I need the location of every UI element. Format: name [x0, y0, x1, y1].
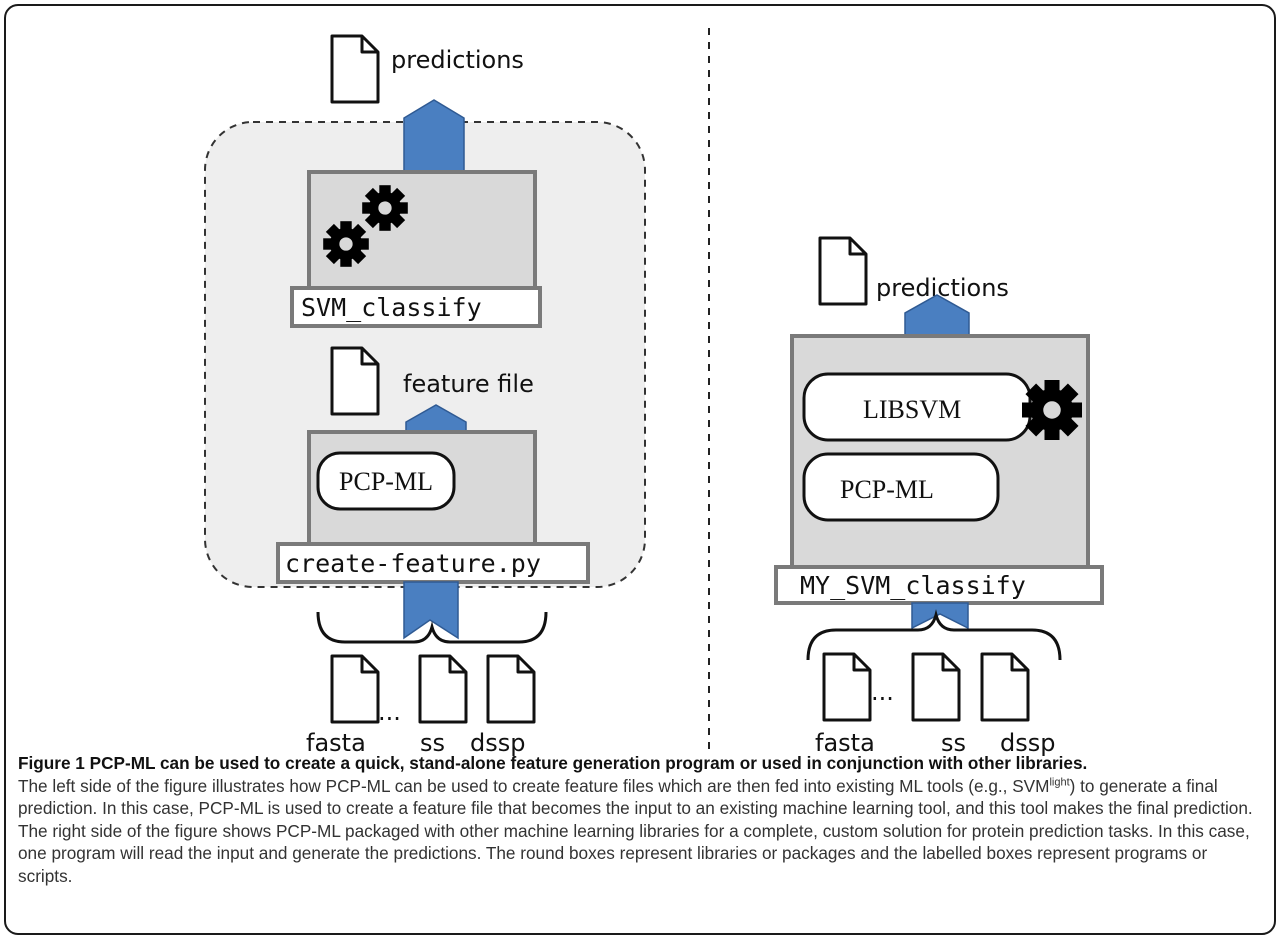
- caption-superscript: light: [1049, 775, 1070, 788]
- library-label-pcp-ml: PCP-ML: [339, 467, 433, 496]
- figure-diagram: predictions SVM_classify feature file PC…: [204, 28, 1104, 757]
- library-label-pcp-ml: PCP-ML: [840, 475, 934, 504]
- classifier-label-box: [290, 286, 542, 328]
- ellipsis: ...: [871, 678, 894, 706]
- input-label-fasta: fasta: [306, 729, 366, 757]
- right-panel: predictions LIBSVM PCP-ML MY_SVM_classif…: [774, 236, 1104, 757]
- left-panel: predictions SVM_classify feature file PC…: [204, 34, 646, 757]
- input-brace: [806, 609, 1062, 661]
- caption-text: The left side of the figure illustrates …: [18, 775, 1050, 796]
- input-label-dssp: dssp: [470, 729, 525, 757]
- input-label-dssp: dssp: [1000, 729, 1055, 757]
- input-arrow: [403, 581, 459, 640]
- predictions-document-icon: [818, 236, 868, 306]
- feature-file-label: feature file: [403, 370, 534, 398]
- ellipsis: ...: [378, 698, 401, 726]
- predictions-label: predictions: [391, 46, 524, 74]
- predictions-document-icon: [330, 34, 380, 104]
- library-box-pcp-ml: [316, 451, 456, 511]
- feature-file-document-icon: [330, 346, 380, 416]
- script-label: create-feature.py: [285, 549, 541, 578]
- input-arrow: [911, 602, 969, 630]
- dssp-document-icon: [980, 652, 1030, 722]
- input-label-ss: ss: [420, 729, 445, 757]
- ss-document-icon: [418, 654, 468, 724]
- fasta-document-icon: [822, 652, 872, 722]
- classifier-label: SVM_classify: [301, 293, 482, 322]
- program-label-box: [774, 565, 1104, 605]
- figure-caption: Figure 1 PCP-ML can be used to create a …: [18, 752, 1263, 887]
- input-brace: [316, 611, 548, 644]
- library-box-pcp-ml: [802, 452, 1000, 522]
- input-label-ss: ss: [941, 729, 966, 757]
- library-label-libsvm: LIBSVM: [863, 395, 961, 424]
- dssp-document-icon: [486, 654, 536, 724]
- caption-text-continued: ) to generate a final prediction. In thi…: [18, 775, 1253, 886]
- input-label-fasta: fasta: [815, 729, 875, 757]
- fasta-document-icon: [330, 654, 380, 724]
- program-label: MY_SVM_classify: [800, 571, 1026, 600]
- output-arrow: [403, 99, 465, 173]
- caption-title: Figure 1 PCP-ML can be used to create a …: [18, 753, 1088, 773]
- ss-document-icon: [911, 652, 961, 722]
